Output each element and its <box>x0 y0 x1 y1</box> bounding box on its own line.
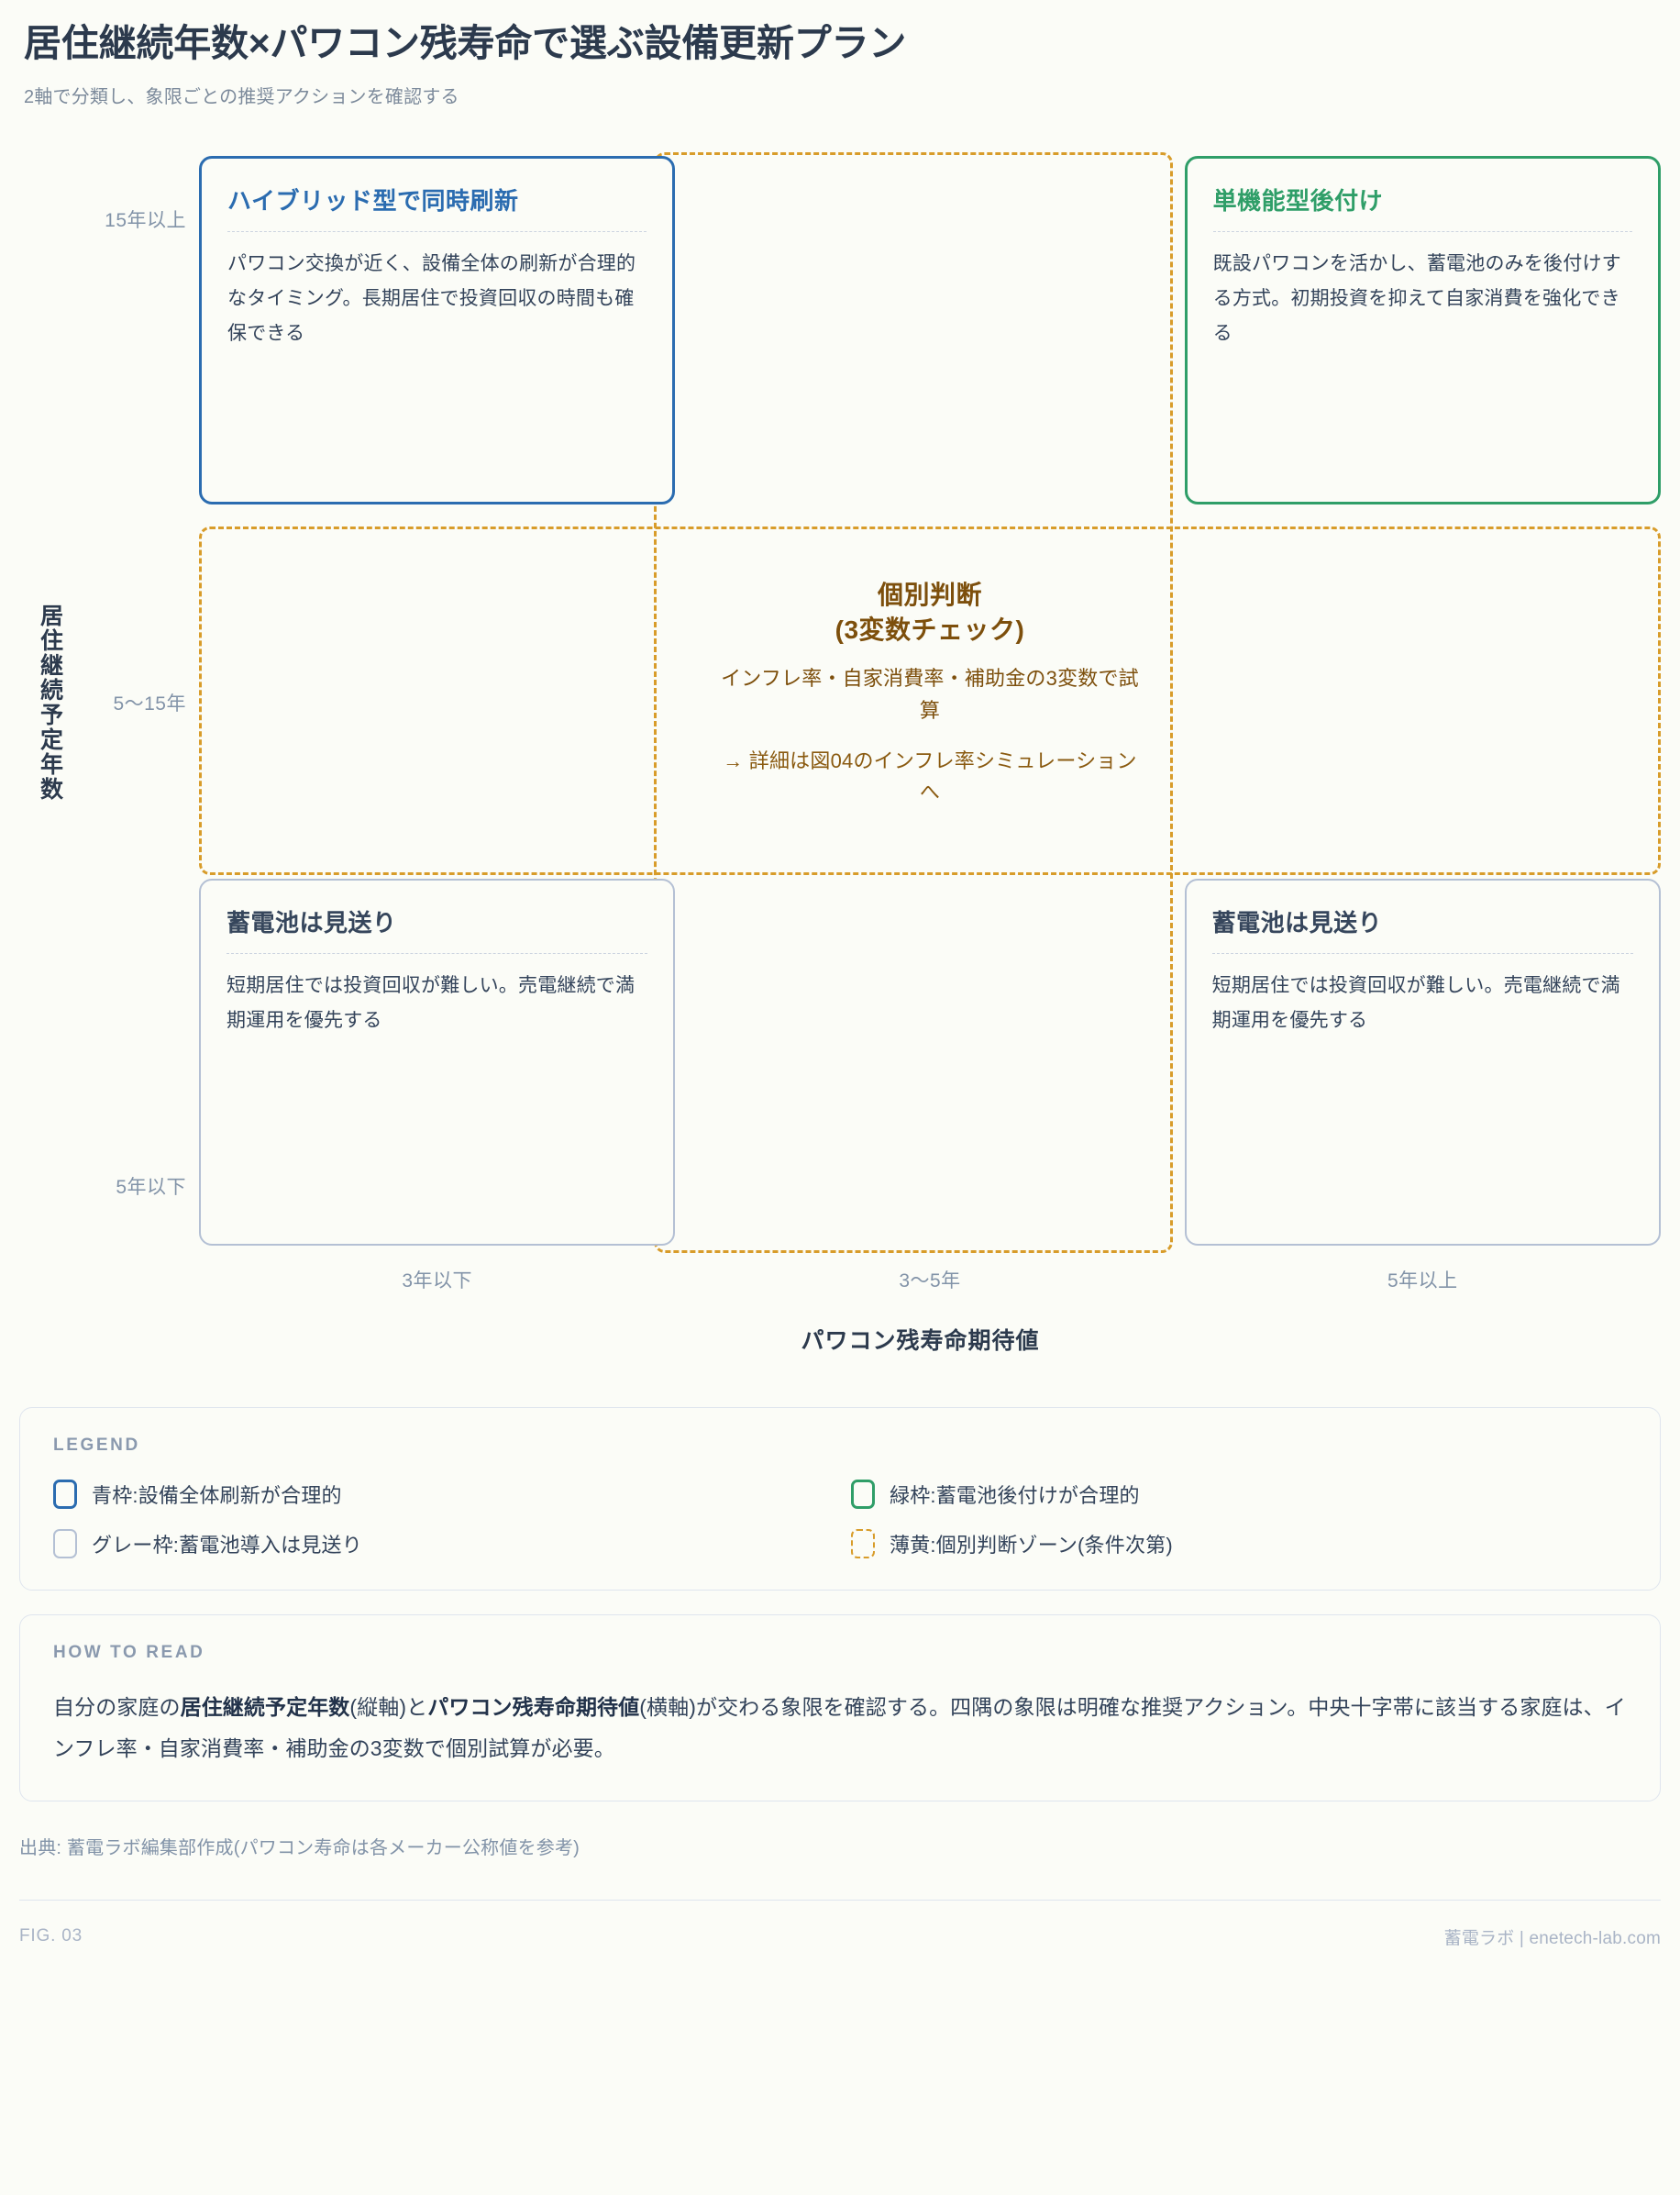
cell-bottom-right: 蓄電池は見送り 短期居住では投資回収が難しい。売電継続で満期運用を優先する <box>1184 875 1661 1253</box>
x-axis-ticks: 3年以下 3〜5年 5年以上 <box>19 1266 1661 1293</box>
legend-swatch-dashed-amber-icon <box>851 1529 875 1559</box>
legend-swatch-blue-icon <box>53 1480 77 1510</box>
legend-panel: LEGEND 青枠:設備全体刷新が合理的 緑枠:蓄電池後付けが合理的 グレー枠:… <box>19 1407 1661 1591</box>
y-tick-label: 15年以上 <box>105 210 186 232</box>
legend-item-label: 青枠:設備全体刷新が合理的 <box>92 1484 342 1508</box>
cell-bottom-center <box>691 875 1167 1253</box>
cell-middle-right <box>1185 512 1661 875</box>
legend-item: グレー枠:蓄電池導入は見送り <box>53 1529 829 1559</box>
legend-item-label: 薄黄:個別判断ゾーン(条件次第) <box>890 1534 1173 1558</box>
card-title: ハイブリッド型で同時刷新 <box>227 187 519 216</box>
cell-top-left: ハイブリッド型で同時刷新 パワコン交換が近く、設備全体の刷新が合理的なタイミング… <box>199 152 676 512</box>
legend-list: 青枠:設備全体刷新が合理的 緑枠:蓄電池後付けが合理的 グレー枠:蓄電池導入は見… <box>53 1480 1627 1559</box>
howto-panel: HOW TO READ 自分の家庭の居住継続予定年数(縦軸)とパワコン残寿命期待… <box>19 1614 1661 1801</box>
y-axis-ticks: 15年以上 5〜15年 5年以下 <box>71 152 195 1253</box>
howto-kicker: HOW TO READ <box>53 1643 205 1663</box>
center-callout-title: 個別判断 (3変数チェック) <box>835 578 1025 647</box>
x-tick-label: 3年以下 <box>402 1270 472 1292</box>
center-callout-title-line1: 個別判断 <box>877 581 982 609</box>
x-tick-label: 5年以上 <box>1387 1270 1458 1292</box>
center-callout-title-line2: (3変数チェック) <box>834 615 1025 644</box>
center-vertical-band <box>654 152 1173 1254</box>
howto-part-3: (横軸)が交わる象限を確認する。四隅の象限は明確な推奨アクション。中央十字帯に該… <box>53 1695 1626 1760</box>
brand-credit: 蓄電ラボ | enetech-lab.com <box>1443 1928 1661 1948</box>
howto-part-2: (縦軸)と <box>349 1695 428 1720</box>
cell-middle-center: 個別判断 (3変数チェック) インフレ率・自家消費率・補助金の3変数で試算 → … <box>691 512 1167 875</box>
card-divider <box>1211 952 1633 954</box>
cell-top-center <box>691 152 1167 512</box>
card-body: 短期居住では投資回収が難しい。売電継続で満期運用を優先する <box>1211 974 1620 1031</box>
quadrant-card-hybrid[interactable]: ハイブリッド型で同時刷新 パワコン交換が近く、設備全体の刷新が合理的なタイミング… <box>199 156 676 505</box>
matrix-grid: ハイブリッド型で同時刷新 パワコン交換が近く、設備全体の刷新が合理的なタイミング… <box>199 152 1661 1254</box>
howto-bold-2: パワコン残寿命期待値 <box>427 1695 640 1720</box>
source-note: 出典: 蓄電ラボ編集部作成(パワコン寿命は各メーカー公称値を参考) <box>19 1837 580 1858</box>
center-horizontal-band <box>199 527 1661 876</box>
card-title: 単機能型後付け <box>1212 187 1384 216</box>
center-callout: 個別判断 (3変数チェック) インフレ率・自家消費率・補助金の3変数で試算 → … <box>691 512 1167 875</box>
page-title: 居住継続年数×パワコン残寿命で選ぶ設備更新プラン <box>24 22 907 64</box>
page-subtitle: 2軸で分類し、象限ごとの推奨アクションを確認する <box>24 87 459 108</box>
legend-item-label: グレー枠:蓄電池導入は見送り <box>92 1534 362 1558</box>
page-header: 居住継続年数×パワコン残寿命で選ぶ設備更新プラン 2軸で分類し、象限ごとの推奨ア… <box>0 0 1680 108</box>
x-axis-title: パワコン残寿命期待値 <box>801 1328 1040 1355</box>
howto-text: 自分の家庭の居住継続予定年数(縦軸)とパワコン残寿命期待値(横軸)が交わる象限を… <box>53 1687 1627 1769</box>
card-divider <box>227 952 648 954</box>
howto-part-1: 自分の家庭の <box>53 1695 181 1720</box>
y-tick-label: 5〜15年 <box>113 693 186 715</box>
legend-item: 青枠:設備全体刷新が合理的 <box>53 1480 829 1510</box>
legend-swatch-green-icon <box>851 1480 875 1510</box>
page-footer: FIG. 03 蓄電ラボ | enetech-lab.com <box>19 1899 1661 1971</box>
quadrant-matrix: 居住継続予定年数 15年以上 5〜15年 5年以下 ハイブリッド型で同時刷新 パ… <box>19 152 1661 1254</box>
card-body: パワコン交換が近く、設備全体の刷新が合理的なタイミング。長期居住で投資回収の時間… <box>227 252 636 344</box>
x-tick-label: 3〜5年 <box>899 1270 961 1292</box>
cell-top-right: 単機能型後付け 既設パワコンを活かし、蓄電池のみを後付けする方式。初期投資を抑え… <box>1184 152 1661 512</box>
quadrant-card-skip-right[interactable]: 蓄電池は見送り 短期居住では投資回収が難しい。売電継続で満期運用を優先する <box>1184 879 1661 1247</box>
card-divider <box>227 230 647 232</box>
howto-bold-1: 居住継続予定年数 <box>180 1695 350 1720</box>
cell-bottom-left: 蓄電池は見送り 短期居住では投資回収が難しい。売電継続で満期運用を優先する <box>199 875 676 1253</box>
card-body: 既設パワコンを活かし、蓄電池のみを後付けする方式。初期投資を抑えて自家消費を強化… <box>1212 252 1621 344</box>
cell-middle-left <box>199 512 675 875</box>
legend-item: 緑枠:蓄電池後付けが合理的 <box>851 1480 1627 1510</box>
legend-swatch-gray-icon <box>53 1529 77 1559</box>
y-tick-label: 5年以下 <box>116 1177 186 1198</box>
card-title: 蓄電池は見送り <box>1211 909 1383 937</box>
center-callout-subtitle: インフレ率・自家消費率・補助金の3変数で試算 <box>721 667 1139 722</box>
card-body: 短期居住では投資回収が難しい。売電継続で満期運用を優先する <box>227 974 636 1031</box>
quadrant-card-single-function[interactable]: 単機能型後付け 既設パワコンを活かし、蓄電池のみを後付けする方式。初期投資を抑え… <box>1184 156 1661 505</box>
legend-item-label: 緑枠:蓄電池後付けが合理的 <box>890 1484 1140 1508</box>
y-axis-title-label: 居住継続予定年数 <box>37 604 63 803</box>
y-axis-title: 居住継続予定年数 <box>28 152 71 1253</box>
legend-item: 薄黄:個別判断ゾーン(条件次第) <box>851 1529 1627 1559</box>
matrix-cells: ハイブリッド型で同時刷新 パワコン交換が近く、設備全体の刷新が合理的なタイミング… <box>199 152 1661 1253</box>
center-callout-link[interactable]: → 詳細は図04のインフレ率シミュレーションへ <box>723 748 1137 804</box>
quadrant-card-skip-left[interactable]: 蓄電池は見送り 短期居住では投資回収が難しい。売電継続で満期運用を優先する <box>199 879 676 1247</box>
card-title: 蓄電池は見送り <box>227 909 397 937</box>
card-divider <box>1212 230 1632 232</box>
legend-kicker: LEGEND <box>53 1436 140 1456</box>
figure-number: FIG. 03 <box>19 1926 83 1946</box>
